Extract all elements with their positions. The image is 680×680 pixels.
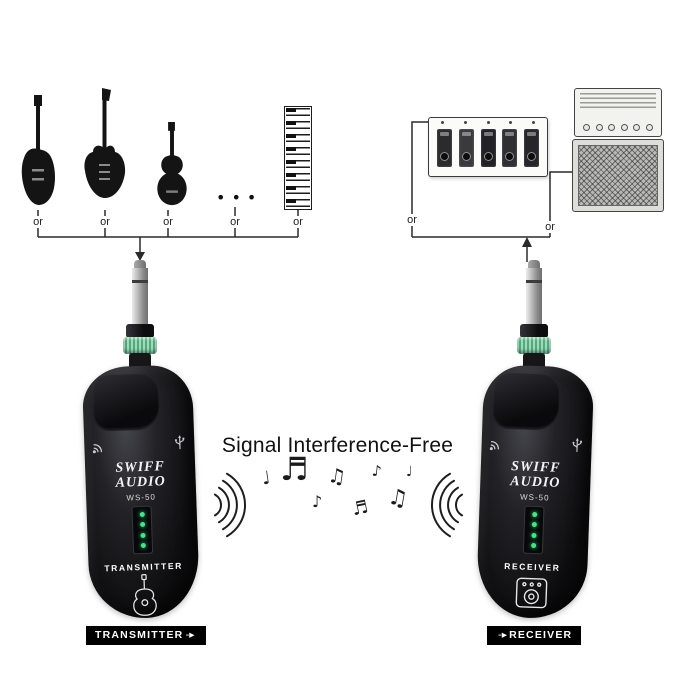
or-label: or: [96, 216, 114, 228]
music-note-icon: ♫: [326, 462, 348, 490]
diagram-title: Signal Interference-Free: [221, 434, 454, 457]
pedal: [437, 129, 452, 167]
pedalboard-jacks: [441, 121, 535, 124]
pedal: [524, 129, 539, 167]
brand-logo: SWIFF AUDIO: [480, 458, 591, 492]
music-note-icon: ♪: [371, 461, 383, 481]
or-label: or: [29, 216, 47, 228]
fold-hinge: [91, 373, 160, 432]
model-number: WS-50: [126, 492, 157, 503]
receiver-device: SWIFF AUDIO WS-50 RECEIVER: [475, 260, 595, 620]
guitar-outline-icon: [133, 574, 157, 616]
music-note-icon: ♩: [406, 464, 413, 480]
acoustic-guitar-icon: [157, 122, 187, 206]
cabinet-grille: [578, 145, 658, 206]
amp-outline-icon: [515, 577, 548, 609]
music-note-icon: ♬: [280, 450, 309, 488]
transmitter-body: SWIFF AUDIO WS-50 TRANSMITTER: [81, 364, 201, 620]
plug-tip: [528, 260, 540, 269]
transmitter-device: SWIFF AUDIO WS-50 TRANSMITTER: [81, 260, 201, 620]
fold-hinge: [492, 372, 561, 431]
or-label: or: [289, 216, 307, 228]
plug-green-ring: [123, 337, 157, 354]
transmitter-badge-label: TRANSMITTER: [95, 629, 184, 641]
transmitter-badge: TRANSMITTER-▸: [86, 626, 206, 645]
wireless-signal-icon: [92, 444, 103, 454]
right-arrow-icon: -▸: [498, 629, 508, 641]
usb-icon: [174, 435, 185, 450]
receiver-badge: -▸RECEIVER: [487, 626, 582, 645]
plug-collar: [126, 324, 154, 338]
wireless-signal-icon: [489, 440, 499, 451]
speaker-cabinet: [572, 139, 664, 212]
amp-head: [574, 88, 662, 137]
battery-led-indicator: [522, 505, 545, 555]
wireless-waves-left-icon: [214, 472, 247, 538]
up-arrow-icon: [522, 237, 532, 247]
brand-logo: SWIFF AUDIO: [85, 458, 196, 492]
amp-knobs: [583, 124, 653, 131]
battery-led-indicator: [131, 505, 154, 555]
pedal: [502, 129, 518, 167]
effects-pedalboard: [428, 117, 548, 177]
transmitter-panel-label: TRANSMITTER: [104, 560, 184, 574]
music-note-icon: ♪: [312, 492, 323, 511]
plug-tip: [134, 260, 146, 269]
electric-guitar-strat-icon: [84, 88, 126, 198]
piano-black-keys: [286, 108, 296, 208]
pedal: [458, 129, 474, 167]
right-arrow-icon: -▸: [185, 629, 195, 641]
pedal: [480, 129, 496, 167]
quarter-inch-plug: [132, 268, 148, 326]
model-number: WS-50: [519, 492, 550, 503]
electric-guitar-solid-icon: [21, 95, 55, 205]
or-label: or: [541, 221, 559, 233]
brand-line2: AUDIO: [115, 474, 166, 491]
keyboard-piano-icon: [284, 106, 312, 210]
usb-icon: [572, 437, 583, 453]
plug-collar: [520, 324, 548, 338]
brand-line2: AUDIO: [510, 474, 561, 491]
quarter-inch-plug: [526, 268, 542, 326]
more-instruments-dots: •••: [216, 188, 263, 207]
or-label: or: [226, 216, 244, 228]
wireless-waves-right-icon: [430, 472, 463, 538]
receiver-panel-label: RECEIVER: [504, 560, 561, 573]
or-label: or: [403, 214, 421, 226]
pedalboard-pedals: [437, 129, 539, 167]
amp-vent: [580, 93, 656, 109]
plug-green-ring: [517, 337, 551, 354]
receiver-body: SWIFF AUDIO WS-50 RECEIVER: [475, 364, 595, 620]
receiver-badge-label: RECEIVER: [509, 629, 573, 641]
down-arrow-icon: [135, 252, 145, 261]
or-label: or: [159, 216, 177, 228]
